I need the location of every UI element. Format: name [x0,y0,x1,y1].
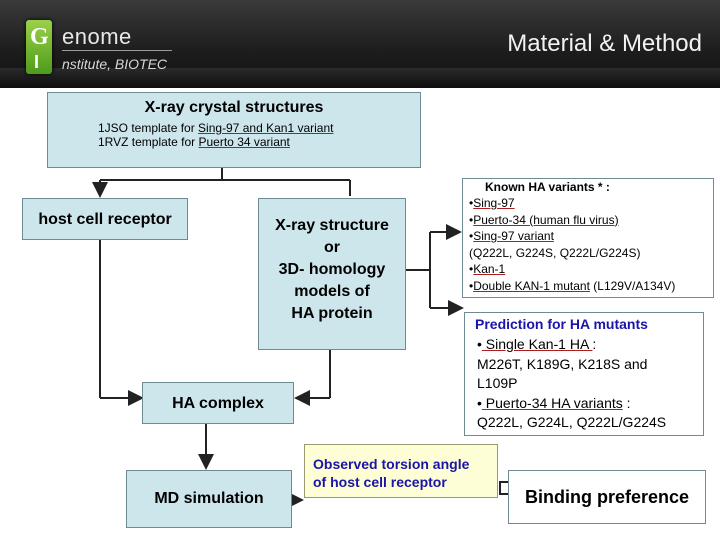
structure-line-2: or [324,239,340,256]
prediction-item-2: • Puerto-34 HA variants : [477,394,699,414]
binding-preference-box: Binding preference [508,470,706,524]
ha-complex-label: HA complex [172,395,264,412]
observed-line-1: Observed torsion angle [313,456,470,472]
md-simulation-label: MD simulation [154,490,264,507]
known-item-5-rest: (L129V/A134V) [589,278,676,293]
known-item-5: •Double KAN-1 mutant (L129V/A134V) [469,278,675,295]
logo-institute-text: nstitute, BIOTEC [62,56,168,72]
known-item-2: •Puerto-34 (human flu virus) [469,212,675,229]
structure-line-1: X-ray structure [275,217,389,234]
xray-title: X-ray crystal structures [144,99,324,116]
xray-line2-prefix: 1RVZ template for [98,135,199,149]
binding-preference-label: Binding preference [524,487,690,507]
known-variants-box: Known HA variants * : •Sing-97 •Puerto-3… [462,178,714,298]
known-item-1: •Sing-97 [469,195,675,212]
prediction-box: Prediction for HA mutants • Single Kan-1… [464,312,704,436]
observed-torsion-box: Observed torsion angle of host cell rece… [304,444,498,498]
prediction-item-2-rest: : [622,394,631,411]
bullet: • [477,394,482,411]
logo-g-letter: G [30,24,49,50]
xray-structures-box: X-ray crystal structures 1JSO template f… [47,92,421,168]
prediction-item-1: • Single Kan-1 HA : [477,335,699,355]
md-simulation-box: MD simulation [126,470,292,528]
structure-text: X-ray structure or 3D- homology models o… [259,215,405,325]
header-band [0,68,720,88]
xray-line1-prefix: 1JSO template for [98,121,199,135]
prediction-item-1-link[interactable]: Single Kan-1 HA [481,336,593,352]
prediction-item-1-body-2: L109P [477,375,518,391]
known-item-4-link[interactable]: Kan-1 [473,262,506,276]
known-item-5-link[interactable]: Double KAN-1 mutant [473,278,590,293]
xray-line1-link[interactable]: Sing-97 and Kan1 variant [198,121,334,135]
known-item-4: •Kan-1 [469,261,675,278]
ha-complex-box: HA complex [142,382,294,424]
known-item-3-detail: (Q222L, G224S, Q222L/G224S) [469,245,641,260]
known-variants-list: •Sing-97 •Puerto-34 (human flu virus) •S… [469,195,675,294]
structure-models-box: X-ray structure or 3D- homology models o… [258,198,406,350]
xray-line2: 1RVZ template for Puerto 34 variant [98,135,290,149]
structure-line-3: 3D- homology [278,261,386,278]
bullet: • [469,212,474,227]
observed-line-2: of host cell receptor [313,474,447,490]
bullet: • [469,229,474,243]
xray-line2-link[interactable]: Puerto 34 variant [198,135,290,149]
known-item-3: •Sing-97 variant [469,228,675,245]
host-cell-receptor-label: host cell receptor [38,211,172,228]
prediction-title: Prediction for HA mutants [475,316,648,332]
bullet: • [469,262,474,276]
structure-line-5: HA protein [291,305,373,322]
known-variants-title: Known HA variants * : [485,180,610,194]
bullet: • [469,278,474,293]
prediction-item-2-link[interactable]: Puerto-34 HA variants [481,394,623,411]
logo-genome-text: enome [62,24,132,49]
prediction-list: • Single Kan-1 HA : M226T, K189G, K218S … [477,335,699,433]
known-item-3-link[interactable]: Sing-97 variant [473,229,554,243]
genome-institute-logo: G I enome nstitute, BIOTEC [20,14,180,74]
prediction-item-1-body-1: M226T, K189G, K218S and [477,355,648,372]
prediction-item-1-rest: : [592,336,597,352]
logo-i-letter: I [34,52,40,72]
host-cell-receptor-box: host cell receptor [22,198,188,240]
observed-text: Observed torsion angle of host cell rece… [313,455,469,491]
known-item-2-link[interactable]: Puerto-34 (human flu virus) [473,212,619,227]
logo-divider [62,50,172,51]
xray-line1: 1JSO template for Sing-97 and Kan1 varia… [98,121,333,135]
logo-mark [26,20,52,74]
bullet: • [469,196,474,210]
page-title: Material & Method [507,30,702,57]
known-item-1-link[interactable]: Sing-97 [473,196,515,210]
prediction-item-2-body: Q222L, G224L, Q222L/G224S [477,414,667,430]
structure-line-4: models of [294,283,370,300]
bullet: • [477,336,482,352]
